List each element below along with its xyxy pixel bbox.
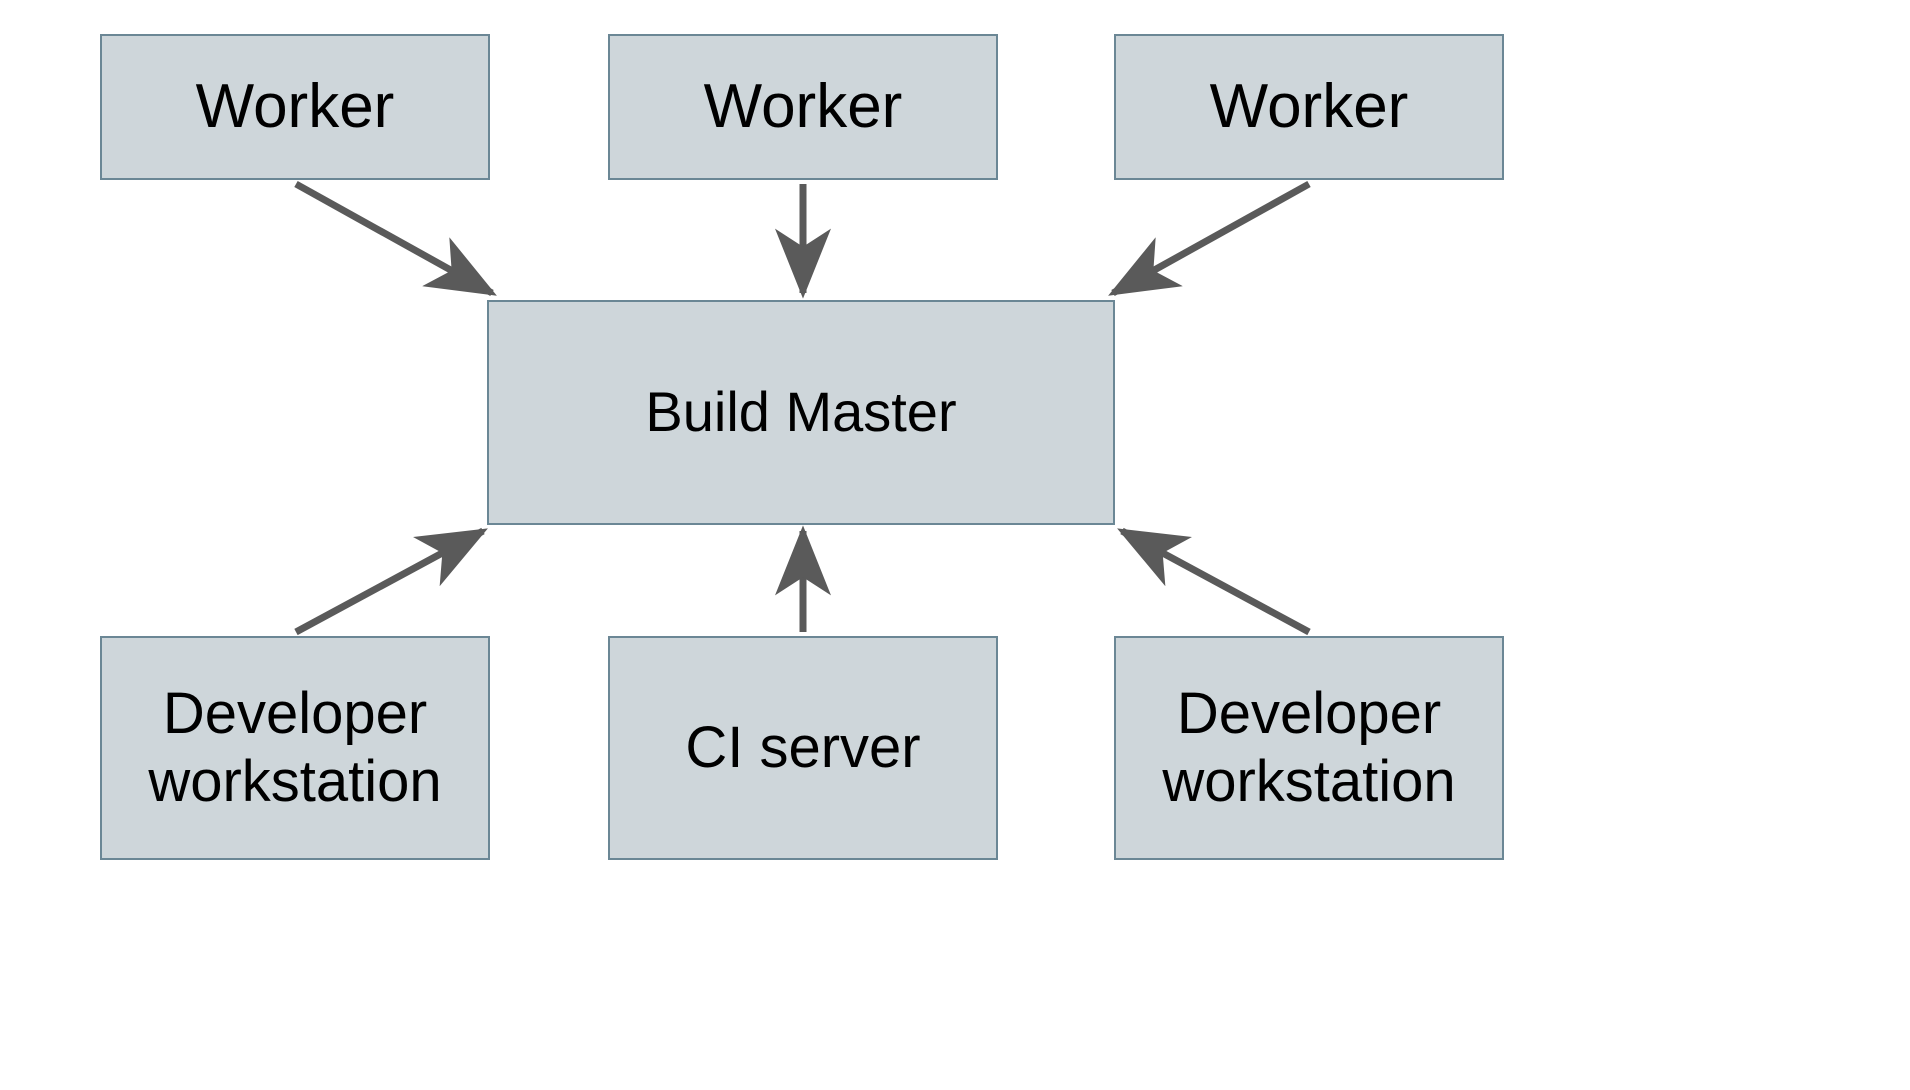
edge-worker-3-to-build-master: [1108, 180, 1311, 297]
node-developer-workstation-2[interactable]: Developer workstation: [1114, 636, 1504, 860]
node-worker-1[interactable]: Worker: [100, 34, 490, 180]
node-build-master[interactable]: Build Master: [487, 300, 1115, 525]
node-developer-workstation-1[interactable]: Developer workstation: [100, 636, 490, 860]
node-developer-workstation-2-label: Developer workstation: [1162, 680, 1456, 814]
node-developer-workstation-1-label: Developer workstation: [148, 680, 442, 814]
node-worker-2-label: Worker: [703, 72, 903, 142]
node-worker-3[interactable]: Worker: [1114, 34, 1504, 180]
node-ci-server-label: CI server: [685, 714, 921, 780]
node-worker-1-label: Worker: [195, 72, 395, 142]
node-build-master-label: Build Master: [645, 380, 957, 444]
node-ci-server[interactable]: CI server: [608, 636, 998, 860]
edge-dev-workstation-2-to-build-master: [1117, 527, 1311, 636]
node-worker-3-label: Worker: [1209, 72, 1409, 142]
edge-dev-workstation-1-to-build-master: [294, 527, 488, 636]
node-worker-2[interactable]: Worker: [608, 34, 998, 180]
edge-worker-1-to-build-master: [294, 180, 497, 297]
